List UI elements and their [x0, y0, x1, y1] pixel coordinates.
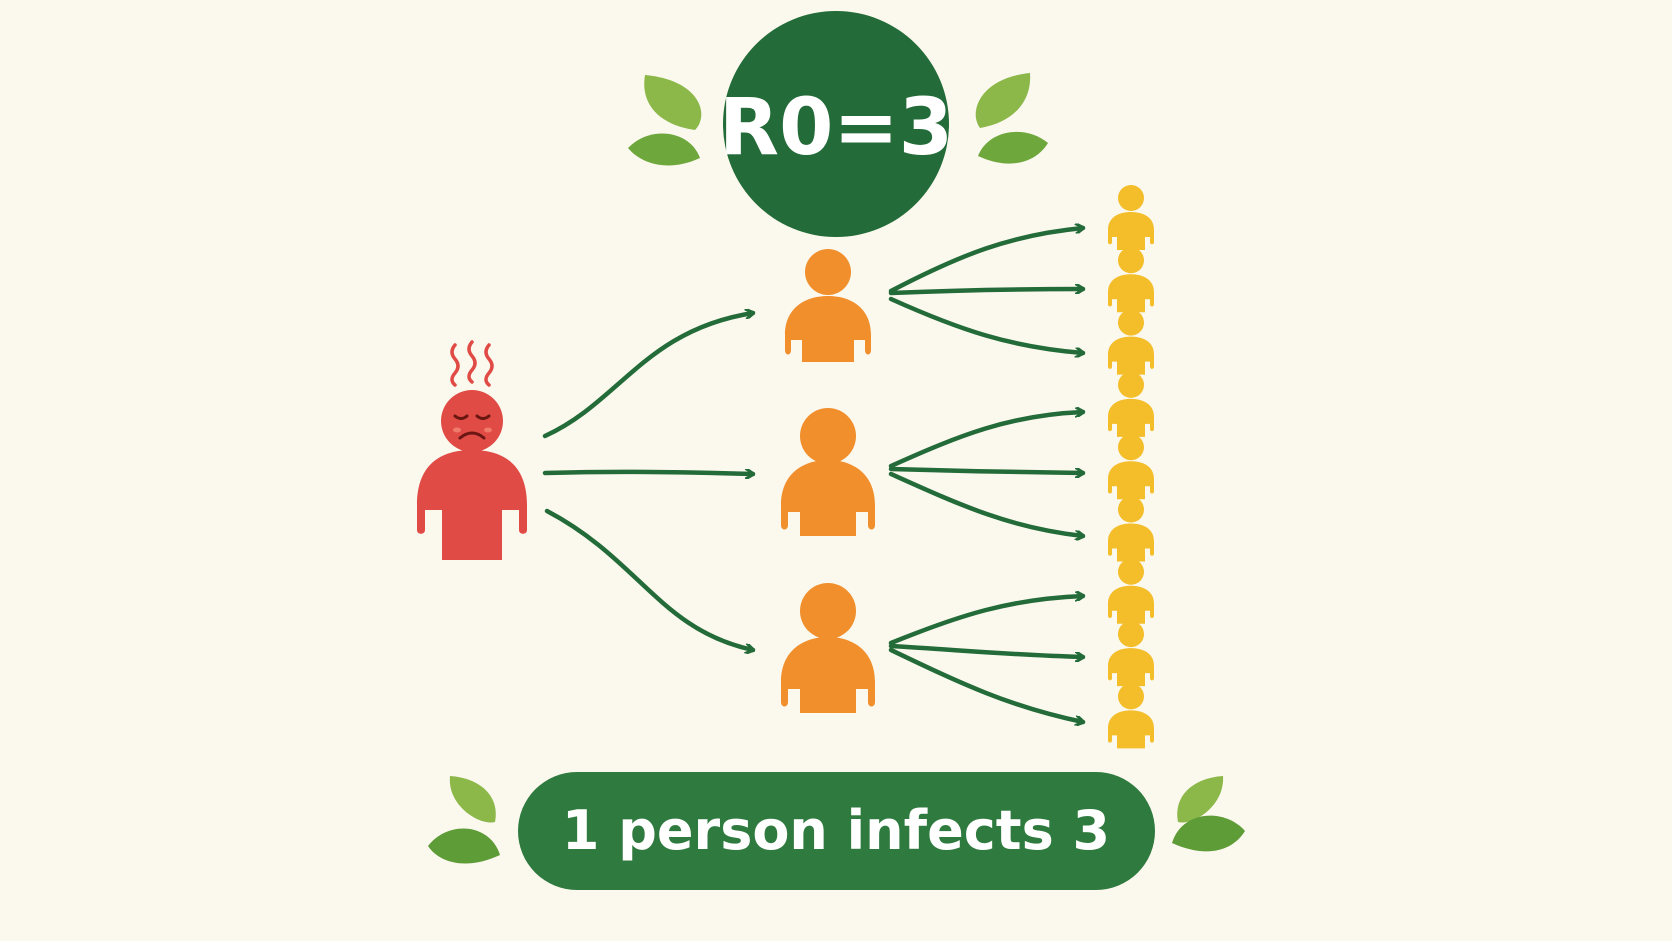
infected-person-gen2 — [1108, 496, 1154, 562]
leaf-icon — [978, 131, 1048, 164]
leaf-icon — [1172, 815, 1245, 852]
patient-zero-head — [441, 390, 503, 452]
patient-zero — [417, 340, 527, 560]
transmission-arrow — [888, 471, 1083, 536]
cheek-blush — [484, 427, 492, 433]
infected-person-gen1 — [781, 408, 875, 536]
transmission-arrow — [888, 647, 1083, 722]
leaf-cluster-bottom-right — [1172, 776, 1245, 852]
leaf-icon — [428, 828, 500, 864]
leaf-icon — [449, 776, 496, 823]
arrows-generation-1 — [542, 313, 756, 650]
leaf-cluster-top-left — [628, 75, 702, 166]
sick-face-icon — [453, 414, 491, 440]
infected-person-gen1 — [781, 583, 875, 713]
transmission-arrow — [888, 412, 1086, 469]
arrows-generation-2 — [888, 228, 1086, 722]
infected-person-gen2 — [1108, 185, 1154, 250]
leaf-icon — [1177, 776, 1224, 823]
infected-person-gen2 — [1108, 558, 1154, 624]
leaf-cluster-top-right — [975, 73, 1048, 164]
infected-person-gen2 — [1108, 371, 1154, 437]
transmission-arrow — [888, 596, 1086, 646]
leaf-cluster-bottom-left — [428, 776, 500, 864]
caption-pill: 1 person infects 3 — [518, 772, 1155, 890]
transmission-arrow — [888, 466, 1086, 473]
transmission-arrow — [544, 508, 753, 650]
leaf-icon — [628, 133, 700, 166]
leaf-icon — [644, 75, 702, 130]
fever-heat-icon — [450, 340, 494, 387]
infected-person-gen2 — [1108, 309, 1154, 375]
r0-badge-text: R0=3 — [719, 83, 953, 173]
transmission-arrow — [888, 228, 1083, 294]
infected-person-gen2 — [1108, 683, 1154, 749]
infected-person-gen2 — [1108, 247, 1154, 313]
transmission-arrow — [888, 289, 1086, 296]
transmission-arrow — [888, 643, 1086, 657]
r0-badge: R0=3 — [719, 11, 953, 237]
infected-person-gen2 — [1108, 621, 1154, 687]
second-generation — [1108, 185, 1154, 749]
infected-person-gen2 — [1108, 434, 1154, 500]
infected-person-gen1 — [785, 249, 871, 362]
transmission-arrow — [542, 313, 753, 439]
cheek-blush — [453, 427, 461, 433]
transmission-arrow — [542, 472, 756, 474]
patient-zero-torso — [417, 450, 527, 560]
first-generation — [781, 249, 875, 713]
leaf-icon — [975, 73, 1031, 128]
transmission-arrow — [888, 296, 1083, 353]
caption-text: 1 person infects 3 — [562, 799, 1110, 862]
